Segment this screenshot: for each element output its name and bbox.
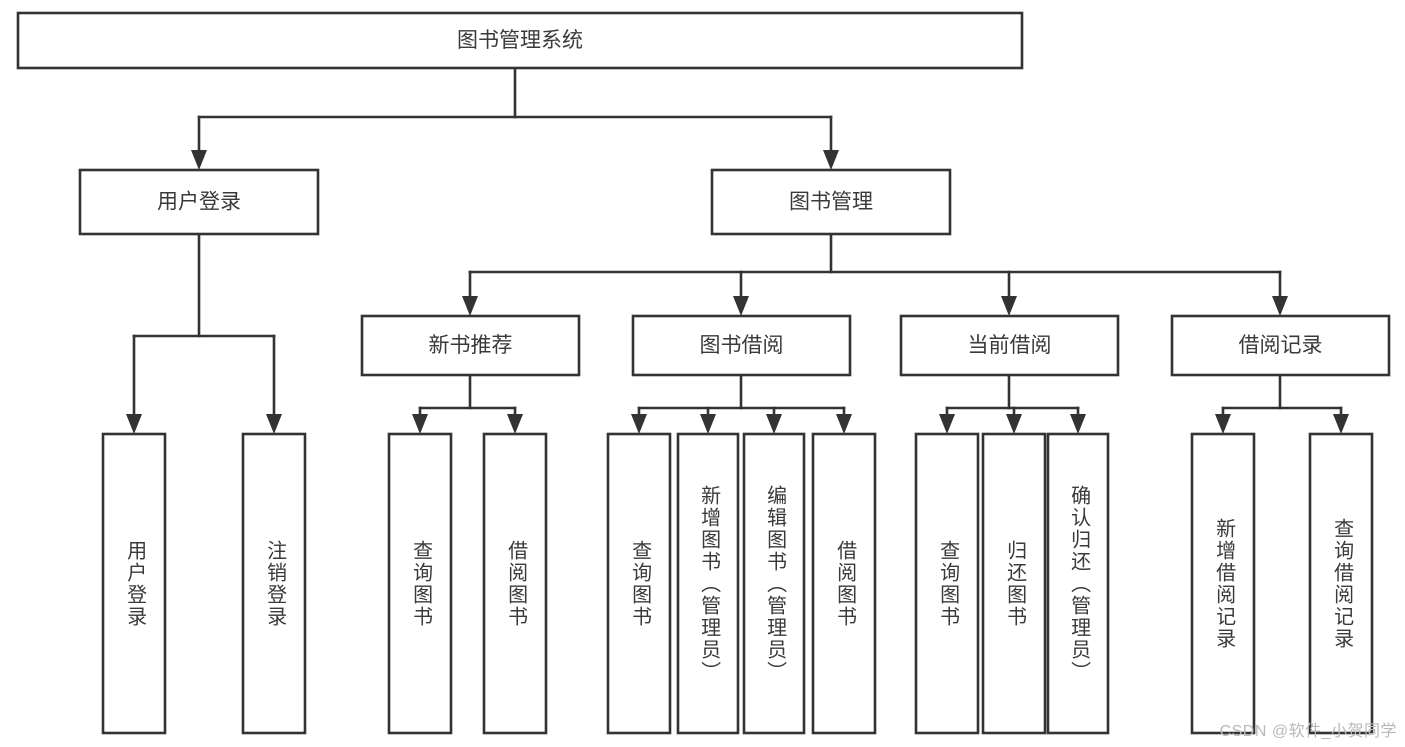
arrowhead-图书借阅-to-leaf-2 [766, 414, 782, 434]
leaf-box-归还图书-9[interactable] [981, 432, 1047, 735]
leaf-box-新增图书管理员-5[interactable] [676, 432, 740, 735]
arrowhead-root-to-level1-0 [191, 150, 207, 170]
arrowhead-当前借阅-to-leaf-2 [1070, 414, 1086, 434]
arrowhead-login-to-leaf-0 [126, 414, 142, 434]
leaf-box-新增借阅记录-11[interactable] [1190, 432, 1256, 735]
level1-box-用户登录-0[interactable] [78, 168, 320, 236]
boxes-layer [16, 11, 1391, 735]
leaf-box-注销登录-1[interactable] [241, 432, 307, 735]
arrowhead-当前借阅-to-leaf-1 [1006, 414, 1022, 434]
level2-label-新书推荐-0: 新书推荐 [429, 334, 513, 357]
arrowhead-books-to-level2-0 [462, 296, 478, 316]
level2-box-当前借阅-2[interactable] [899, 314, 1120, 377]
level2-label-当前借阅-2: 当前借阅 [968, 334, 1052, 357]
arrowhead-books-to-level2-3 [1272, 296, 1288, 316]
level2-label-借阅记录-3: 借阅记录 [1239, 334, 1323, 357]
leaf-box-编辑图书管理员-6[interactable] [742, 432, 806, 735]
leaf-box-查询借阅记录-12[interactable] [1308, 432, 1374, 735]
arrowhead-books-to-level2-2 [1001, 296, 1017, 316]
arrowhead-新书推荐-to-leaf-0 [412, 414, 428, 434]
arrowhead-图书借阅-to-leaf-0 [631, 414, 647, 434]
leaf-box-用户登录-0[interactable] [101, 432, 167, 735]
leaf-box-借阅图书-3[interactable] [482, 432, 548, 735]
arrowhead-借阅记录-to-leaf-0 [1215, 414, 1231, 434]
root-box-图书管理系统-0[interactable] [16, 11, 1024, 70]
level1-box-图书管理-1[interactable] [710, 168, 952, 236]
level1-label-用户登录-0: 用户登录 [157, 191, 241, 214]
connectors-layer [126, 66, 1349, 434]
arrowhead-books-to-level2-1 [733, 296, 749, 316]
level2-box-图书借阅-1[interactable] [631, 314, 852, 377]
arrowhead-图书借阅-to-leaf-1 [700, 414, 716, 434]
arrowhead-新书推荐-to-leaf-1 [507, 414, 523, 434]
level2-label-图书借阅-1: 图书借阅 [700, 334, 784, 357]
arrowhead-root-to-level1-1 [823, 150, 839, 170]
level2-box-新书推荐-0[interactable] [360, 314, 581, 377]
level2-box-借阅记录-3[interactable] [1170, 314, 1391, 377]
leaf-box-查询图书-2[interactable] [387, 432, 453, 735]
csdn-watermark: CSDN @软件_小贺同学 [1219, 723, 1397, 740]
arrowhead-login-to-leaf-1 [266, 414, 282, 434]
leaf-box-借阅图书-7[interactable] [811, 432, 877, 735]
root-label-图书管理系统-0: 图书管理系统 [457, 29, 583, 52]
leaf-box-查询图书-4[interactable] [606, 432, 672, 735]
leaf-box-确认归还管理员-10[interactable] [1046, 432, 1110, 735]
level1-label-图书管理-1: 图书管理 [789, 191, 873, 214]
arrowhead-当前借阅-to-leaf-0 [939, 414, 955, 434]
leaf-box-查询图书-8[interactable] [914, 432, 980, 735]
arrowhead-图书借阅-to-leaf-3 [836, 414, 852, 434]
arrowhead-借阅记录-to-leaf-1 [1333, 414, 1349, 434]
